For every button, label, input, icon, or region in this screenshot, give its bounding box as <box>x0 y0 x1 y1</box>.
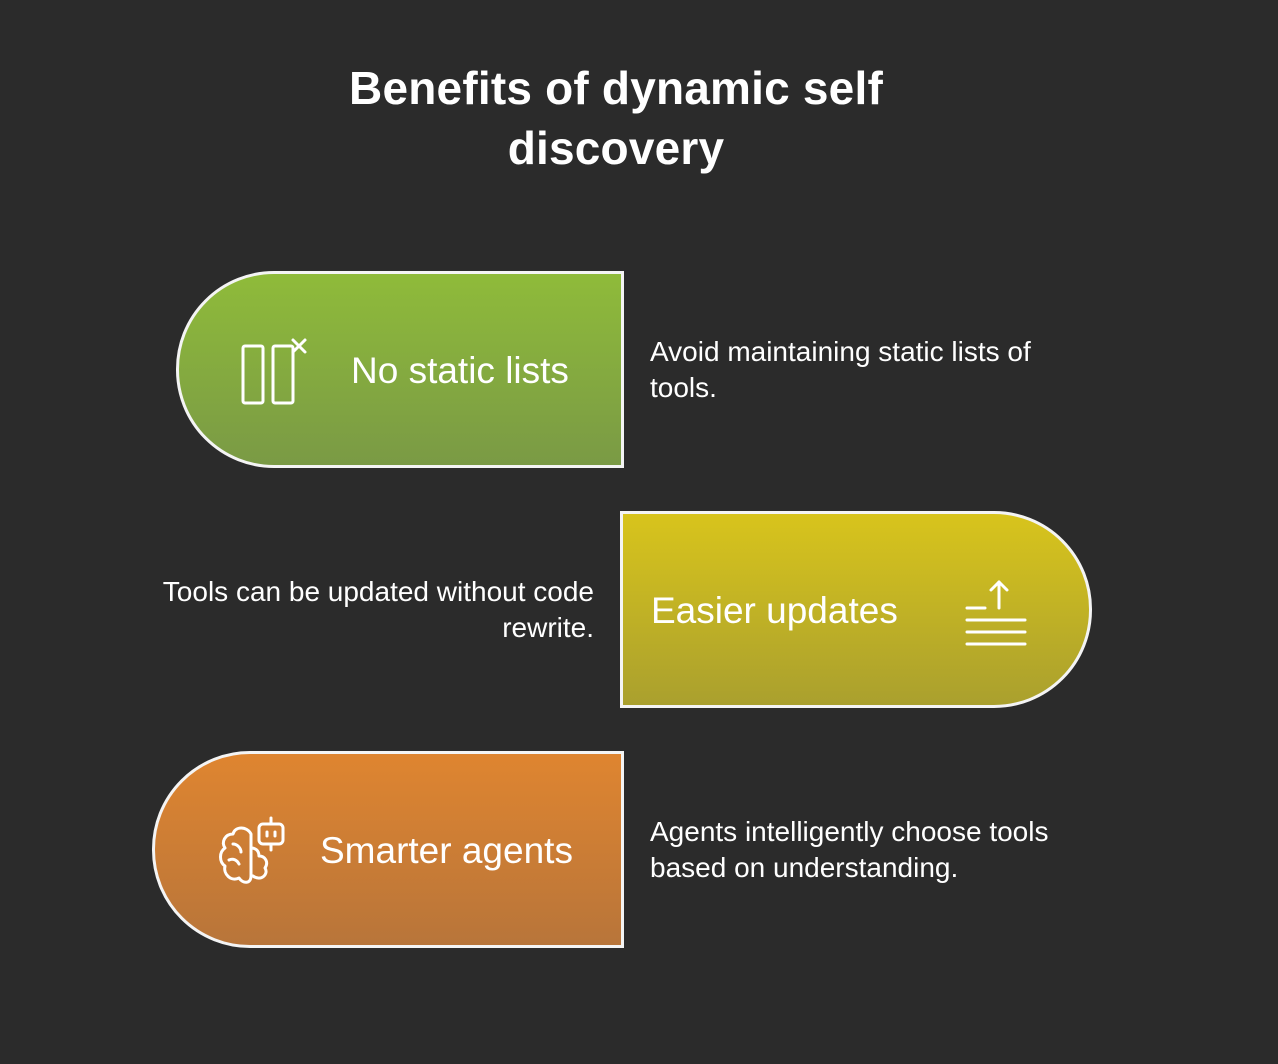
benefit-label: Easier updates <box>651 590 898 631</box>
benefit-card-easier-updates: Easier updates <box>620 511 1092 708</box>
benefit-description: Agents intelligently choose tools based … <box>650 816 1049 883</box>
page-title: Benefits of dynamic self discovery <box>349 62 883 174</box>
benefit-description: Tools can be updated without code rewrit… <box>162 576 594 643</box>
benefit-label: Smarter agents <box>320 830 573 871</box>
benefit-card-smarter-agents: Smarter agents <box>152 751 624 948</box>
brain-robot-icon <box>213 814 289 895</box>
columns-x-icon <box>237 336 309 413</box>
upload-lines-icon <box>963 576 1029 653</box>
benefit-label: No static lists <box>351 350 569 391</box>
benefit-description: Avoid maintaining static lists of tools. <box>650 336 1031 403</box>
benefit-card-no-static-lists: No static lists <box>176 271 624 468</box>
